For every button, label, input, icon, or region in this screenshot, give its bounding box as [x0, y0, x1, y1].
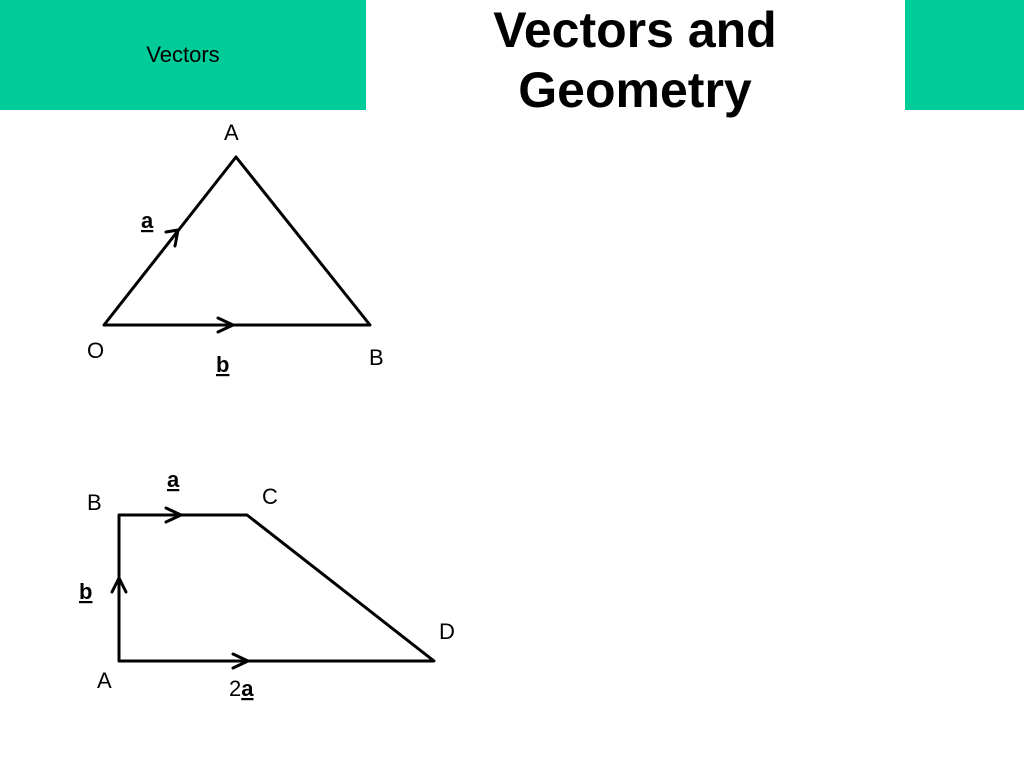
section-label: Vectors — [146, 42, 220, 67]
label-vertex-b2: B — [87, 490, 102, 515]
label-vector-b: b — [216, 352, 229, 377]
label-vertex-a: A — [224, 120, 239, 145]
arrow-ab — [110, 576, 128, 594]
page-title: Vectors and Geometry — [470, 0, 800, 120]
arrow-ad — [231, 652, 250, 670]
label-vector-2a: 2a — [229, 676, 254, 701]
label-vector-a: a — [141, 208, 154, 233]
arrow-oa — [164, 228, 180, 248]
label-vertex-b: B — [369, 345, 384, 370]
title-line-1: Vectors and — [493, 2, 777, 58]
triangle-outline — [102, 155, 372, 327]
arrow-ob — [216, 316, 235, 334]
trapezium-outline — [117, 513, 436, 663]
trapezium-abcd: B C D A a b 2a — [79, 467, 455, 701]
label-2a-vec: a — [241, 676, 254, 701]
title-line-2: Geometry — [518, 62, 752, 118]
label-vertex-a2: A — [97, 668, 112, 693]
header-band-left — [0, 0, 366, 110]
label-vertex-c: C — [262, 484, 278, 509]
label-vector-b2: b — [79, 579, 92, 604]
label-vertex-d: D — [439, 619, 455, 644]
triangle-oab: A O B a b — [87, 120, 384, 377]
header-band-right — [905, 0, 1024, 110]
label-2a-coef: 2 — [229, 676, 241, 701]
label-vertex-o: O — [87, 338, 104, 363]
arrow-bc — [164, 506, 183, 524]
label-vector-a2: a — [167, 467, 180, 492]
